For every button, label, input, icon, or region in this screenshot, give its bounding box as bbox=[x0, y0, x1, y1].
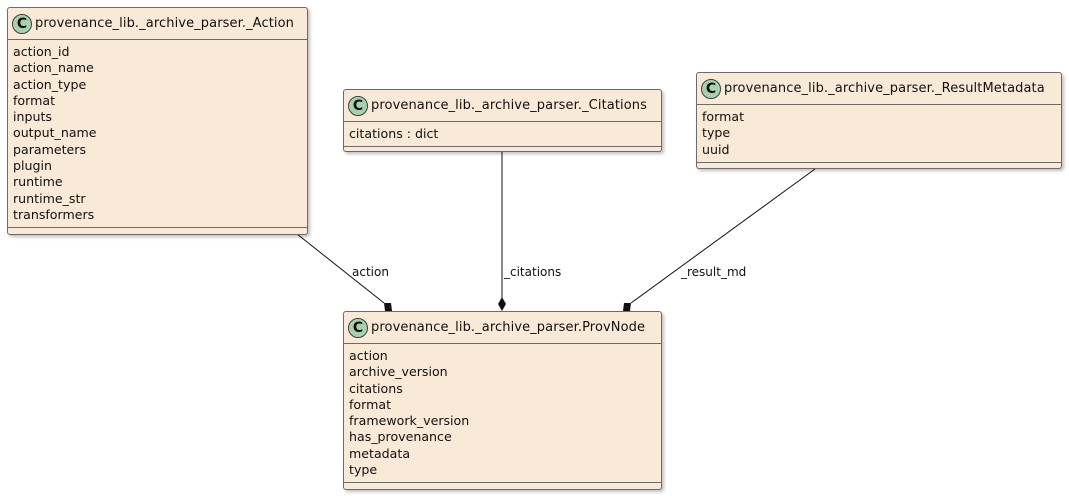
field: citations : dict bbox=[349, 126, 439, 141]
class-citations-header: C provenance_lib._archive_parser._Citati… bbox=[344, 90, 661, 122]
edge-action-to-provnode bbox=[296, 233, 385, 304]
class-citations-fields: citations : dict bbox=[344, 122, 661, 148]
edge-label-action: action bbox=[352, 265, 389, 279]
composition-diamond-action bbox=[384, 303, 392, 311]
field: output_name bbox=[13, 125, 97, 141]
class-result-metadata[interactable]: C provenance_lib._archive_parser._Result… bbox=[696, 72, 1062, 169]
class-action-methods bbox=[8, 228, 307, 235]
class-citations-methods bbox=[344, 147, 661, 154]
field: parameters bbox=[13, 141, 87, 157]
field: runtime_str bbox=[13, 190, 86, 206]
composition-diamond-citations bbox=[498, 297, 506, 311]
edge-label-citations: _citations bbox=[504, 265, 562, 279]
field: citations bbox=[349, 380, 403, 396]
field: uuid bbox=[702, 141, 730, 157]
field: format bbox=[13, 92, 56, 108]
class-icon: C bbox=[12, 13, 32, 34]
field: action_id bbox=[13, 44, 70, 59]
field: action_name bbox=[13, 60, 94, 76]
class-provnode[interactable]: C provenance_lib._archive_parser.ProvNod… bbox=[343, 311, 662, 490]
field: inputs bbox=[13, 109, 52, 125]
class-action-header: C provenance_lib._archive_parser._Action bbox=[8, 8, 307, 40]
field: runtime bbox=[13, 174, 63, 190]
field: metadata bbox=[349, 445, 411, 461]
class-provnode-fields: action archive_version citations format … bbox=[344, 344, 661, 484]
class-provnode-header: C provenance_lib._archive_parser.ProvNod… bbox=[344, 312, 661, 344]
class-action[interactable]: C provenance_lib._archive_parser._Action… bbox=[7, 7, 308, 235]
class-icon: C bbox=[701, 78, 721, 99]
field: transformers bbox=[13, 206, 95, 222]
class-result-metadata-name: provenance_lib._archive_parser._ResultMe… bbox=[724, 81, 1045, 96]
class-action-name: provenance_lib._archive_parser._Action bbox=[35, 16, 295, 31]
edge-resultmd-to-provnode bbox=[630, 168, 816, 304]
class-result-metadata-fields: format type uuid bbox=[697, 105, 1061, 163]
class-action-fields: action_id action_name action_type format… bbox=[8, 40, 307, 229]
class-icon: C bbox=[348, 317, 368, 338]
class-result-metadata-header: C provenance_lib._archive_parser._Result… bbox=[697, 73, 1061, 105]
field: framework_version bbox=[349, 413, 470, 429]
field: has_provenance bbox=[349, 429, 452, 445]
field: action bbox=[349, 348, 388, 363]
field: action_type bbox=[13, 76, 87, 92]
field: format bbox=[702, 109, 745, 124]
class-icon: C bbox=[348, 95, 368, 116]
class-citations-name: provenance_lib._archive_parser._Citation… bbox=[371, 98, 648, 113]
field: archive_version bbox=[349, 364, 448, 380]
field: format bbox=[349, 396, 392, 412]
edge-label-result-md: _result_md bbox=[681, 265, 747, 279]
composition-diamond-resultmd bbox=[623, 303, 631, 311]
field: type bbox=[349, 462, 378, 478]
field: plugin bbox=[13, 158, 52, 174]
field: type bbox=[702, 125, 731, 141]
class-provnode-methods bbox=[344, 483, 661, 490]
class-result-metadata-methods bbox=[697, 163, 1061, 170]
class-provnode-name: provenance_lib._archive_parser.ProvNode bbox=[371, 320, 646, 335]
class-citations[interactable]: C provenance_lib._archive_parser._Citati… bbox=[343, 89, 662, 152]
